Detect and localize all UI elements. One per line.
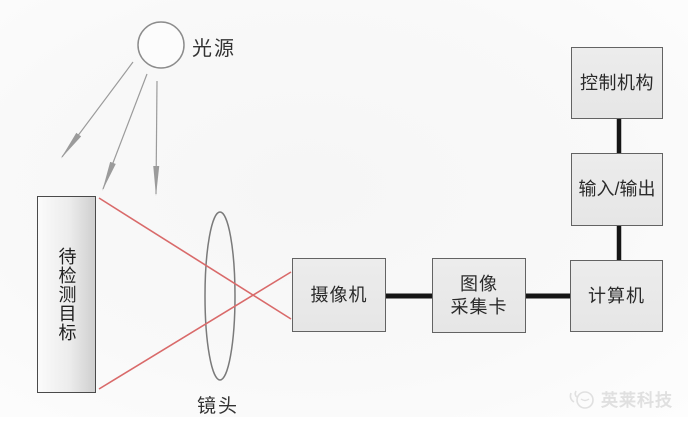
- controller-label: 控制机构: [580, 72, 654, 93]
- brand-logo-icon: [569, 390, 594, 409]
- camera-node: 摄像机: [292, 258, 386, 332]
- io-label: 输入/输出: [578, 179, 656, 200]
- light-source-label: 光源: [192, 38, 236, 60]
- lens-label: 镜头: [197, 396, 240, 417]
- brand-watermark: 英莱科技: [567, 386, 673, 411]
- imaging-ray-top: [98, 197, 292, 320]
- computer-node: 计算机: [570, 260, 663, 332]
- capture-card-node: 图像 采集卡: [432, 258, 526, 333]
- computer-label: 计算机: [588, 285, 645, 306]
- imaging-ray-bottom: [98, 271, 292, 390]
- capture-card-label-line1: 图像: [460, 274, 498, 294]
- target-label: 待检测目标: [56, 247, 77, 342]
- lens-ellipse: [204, 211, 236, 381]
- controller-node: 控制机构: [571, 47, 663, 119]
- light-source-circle: [137, 21, 185, 69]
- light-ray-arrow-middle: [102, 73, 148, 191]
- light-ray-arrow-right: [153, 80, 160, 196]
- brand-watermark-text: 英莱科技: [601, 391, 673, 410]
- target-node: 待检测目标: [37, 196, 96, 393]
- capture-card-label-line2: 采集卡: [450, 296, 508, 317]
- io-node: 输入/输出: [571, 153, 663, 226]
- camera-label: 摄像机: [310, 284, 368, 305]
- light-ray-arrow-left: [60, 61, 134, 159]
